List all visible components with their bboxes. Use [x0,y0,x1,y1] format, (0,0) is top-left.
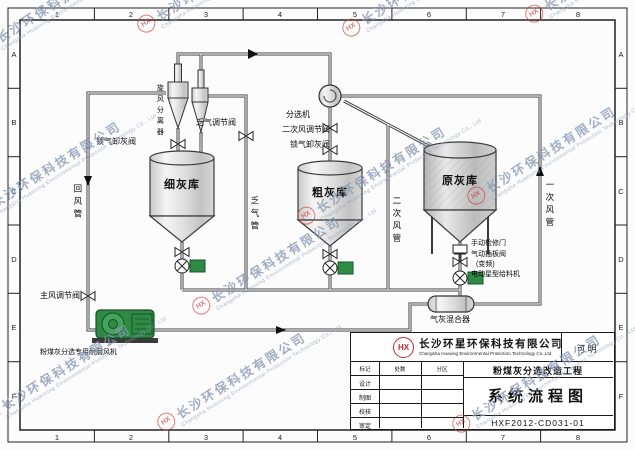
feeder-label: 电动星型给料机 [471,271,520,278]
grid-row-label: B [11,118,16,127]
grid-col-label: 1 [55,10,59,19]
arrow-right-icon [248,49,258,59]
secondary-air-valve-icon [322,122,338,134]
tb-row-draft: 制图 [358,396,371,402]
cyclone-cone [167,97,189,130]
grid-row-label: F [619,392,624,401]
grid-col-label: 6 [427,10,431,19]
cyclone-vortex-tube [174,63,182,85]
grid-col-label: 6 [427,433,431,442]
company-name: 长沙环星环保科技有限公司 [419,338,563,350]
grid-row-label: A [618,50,623,59]
discharge-valve-icon [322,248,338,260]
arrow-right-icon [276,326,286,334]
classifier-unit [318,84,342,108]
secondary-pipe-label: 二次风管 [391,196,402,246]
grid-col-label: 4 [278,433,282,442]
tb-cell-zone: 分区 [436,367,448,373]
manual-door-label: 手动检修门 [471,240,506,247]
drawing-number: HXF2012-CD031-01 [491,418,585,428]
grid-col-label: 3 [204,10,208,19]
tb-row-check: 校核 [358,410,371,416]
return-pipe-label: 回风管 [72,184,83,222]
grid-row-label: B [618,118,623,127]
grid-col-label: 5 [353,433,357,442]
grid-col-label: 7 [501,10,505,19]
tb-row-approve: 审定 [358,424,371,430]
cyclone-cone [191,101,209,134]
classifier-label: 分选机 [286,110,310,119]
flow-arrows [84,49,544,334]
star-feeder-unit [174,258,206,274]
fine-silo-label: 细灰库 [164,179,200,191]
exhaust-valve-label: 乏气调节阀 [196,118,236,127]
cyclone-separators [167,63,209,134]
grid-col-label: 7 [501,433,505,442]
grid-col-label: 3 [204,433,208,442]
arrow-down-icon [84,176,92,186]
primary-pipe-label: 一次风管 [544,180,555,230]
pneumatic-gate-valve-icon [452,253,468,268]
air-ash-mixer [427,295,475,313]
grid-col-label: 2 [129,433,133,442]
grid-ticks [8,8,627,442]
grid-col-label: 8 [576,10,580,19]
grid-row-label: D [618,255,624,264]
tb-cell-count: 处数 [394,367,406,373]
lock-valve-label: 锁气卸灰阀 [96,137,136,146]
cyclone-body [167,81,189,99]
tb-cell-mark: 标记 [359,367,371,373]
grid-row-label: C [618,187,624,196]
secondary-air-valve-label: 二次风调节阀 [282,125,330,134]
grid-row-label: E [618,323,623,332]
manual-access-door-icon [452,244,468,254]
raw-silo-label: 原灰库 [442,175,478,187]
grid-col-label: 2 [129,10,133,19]
grid-row-label: A [11,50,16,59]
cyclone-label: 旋风分离器 [156,84,164,139]
grid-col-label: 5 [353,10,357,19]
grid-labels: 1 2 3 4 5 6 7 8 1 2 3 4 5 6 7 8 A B C D [11,10,624,442]
grid-row-label: D [11,255,17,264]
valves [80,122,468,302]
discharge-valve-icon [174,246,190,258]
raw-ash-silo [422,141,498,254]
cyclone-body [191,87,209,103]
grid-col-label: 1 [55,433,59,442]
grid-row-label: E [11,323,16,332]
mixer-label: 气灰混合器 [430,315,470,324]
main-air-valve-icon [80,290,96,302]
sheet-border: 1 2 3 4 5 6 7 8 1 2 3 4 5 6 7 8 A B C D [7,7,628,443]
lock-ash-valve-icon [170,138,186,150]
fine-ash-silo [148,150,216,243]
grid-row-label: C [11,187,17,196]
lock-ash-valve-icon [322,144,338,156]
fan-label: 粉煤灰分选专用耐磨风机 [40,349,117,356]
grid-col-label: 4 [278,10,282,19]
title-block: HX 长沙环星环保科技有限公司 Changsha Huaxing Environ… [350,332,615,430]
main-valve-label: 主风调节阀 [40,291,80,300]
exhaust-air-valve-icon [238,130,254,142]
project-name: 粉煤灰分选改造工程 [492,366,583,376]
grid-col-label: 8 [576,433,580,442]
approval-stamp: 可明 [576,344,599,354]
star-feeders [174,258,484,286]
exhaust-pipe-label: 乏气管 [249,196,260,234]
drawing-title: 系统流程图 [487,388,588,405]
company-logo-icon: HX [393,337,414,358]
coarse-silo-label: 粗灰库 [312,187,348,199]
main-fan [92,309,158,343]
arrow-up-icon [536,166,544,176]
lock-valve-label: 锁气卸灰阀 [290,140,330,149]
coarse-ash-silo [296,160,364,247]
gate-valve-note: (变频) [476,261,495,268]
company-name-en: Changsha Huaxing Environmental Protectio… [419,350,552,356]
star-feeder-unit [452,270,484,286]
grid-row-label: F [12,392,17,401]
tb-row-design: 设计 [358,382,371,388]
star-feeder-unit [322,260,354,276]
cyclone-vortex-tube [197,69,205,91]
gate-valve-label: 气动插板阀 [471,251,506,258]
